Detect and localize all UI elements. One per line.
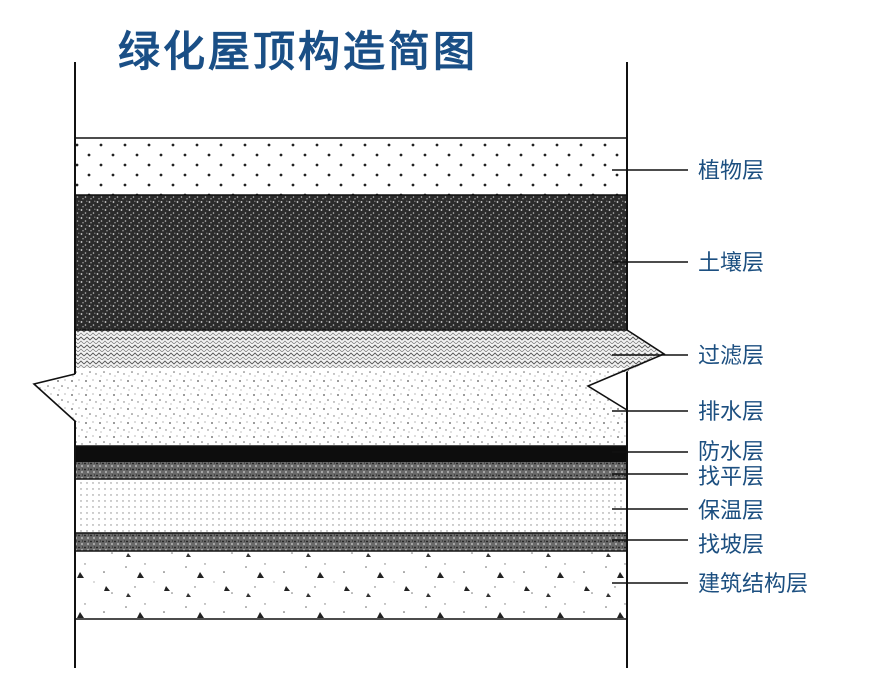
soil-layer-band bbox=[76, 195, 626, 330]
label-filter-layer: 过滤层 bbox=[698, 344, 764, 369]
waterproof-layer-band bbox=[76, 446, 626, 462]
filter-right-edge bbox=[586, 329, 666, 411]
filter-layer-band bbox=[76, 330, 664, 372]
diagram-title: 绿化屋顶构造简图 bbox=[118, 27, 479, 76]
leveling-layer-band bbox=[76, 462, 626, 479]
slope-layer-band bbox=[76, 533, 626, 551]
label-waterproof-layer: 防水层 bbox=[698, 440, 764, 465]
label-insulation-layer: 保温层 bbox=[698, 499, 764, 524]
label-structure-layer: 建筑结构层 bbox=[698, 572, 808, 597]
label-drainage-layer: 排水层 bbox=[698, 400, 764, 425]
drainage-upper-edge bbox=[32, 373, 77, 423]
plant-layer-band bbox=[76, 138, 626, 195]
drainage-layer-band bbox=[34, 368, 626, 446]
label-plant-layer: 植物层 bbox=[698, 159, 764, 184]
structure-layer-band bbox=[76, 551, 626, 619]
label-slope-layer: 找坡层 bbox=[698, 533, 764, 558]
insulation-layer-band bbox=[76, 479, 626, 533]
label-leveling-layer: 找平层 bbox=[698, 465, 764, 490]
label-soil-layer: 土壤层 bbox=[698, 251, 764, 276]
